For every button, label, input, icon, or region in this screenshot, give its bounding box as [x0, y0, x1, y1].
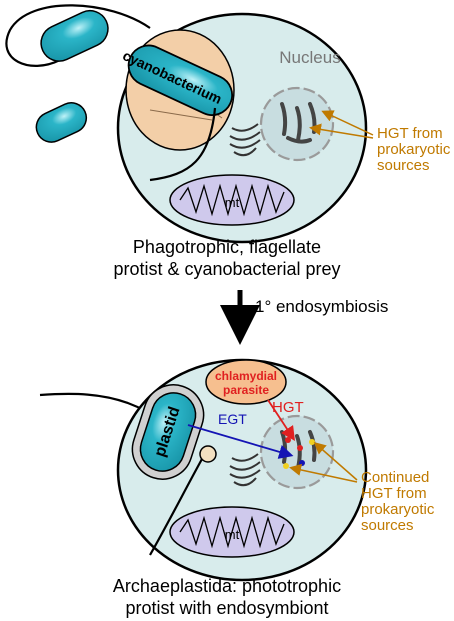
top-cell: cyanobacterium Nucleus	[5, 4, 374, 244]
bottom-caption-line-1: Archaeplastida: phototrophic	[112, 576, 342, 596]
hgt-line-3: sources	[377, 157, 430, 174]
bottom-mitochondrion: mt	[169, 506, 295, 558]
continued-line-2: HGT from	[361, 485, 427, 502]
top-mitochondrion: mt	[169, 174, 295, 226]
bottom-flagellum-2	[149, 449, 208, 556]
cyanobacterium-prey	[127, 44, 233, 116]
nucleus-label: Nucleus	[279, 48, 340, 67]
free-cyanobacterium-2	[35, 102, 88, 143]
continued-line-4: sources	[361, 517, 414, 534]
bottom-cell: plastid mt chla	[39, 358, 368, 582]
hgt-line-2: prokaryotic	[377, 141, 451, 158]
chlamydial-parasite	[205, 359, 287, 405]
continued-line-1: Continued	[361, 469, 429, 486]
top-nucleus	[259, 86, 335, 162]
hgt-line-1: HGT from	[377, 125, 443, 142]
bottom-caption-line-2: protist with endosymbiont	[125, 598, 329, 618]
continued-annotation: Continued HGT from prokaryotic sources	[361, 469, 435, 534]
continued-line-3: prokaryotic	[361, 501, 435, 518]
top-caption-line-2: protist & cyanobacterial prey	[113, 259, 341, 279]
plastid	[131, 384, 205, 480]
mt-label-top: mt	[225, 195, 240, 210]
hgt-annotation-top: HGT from prokaryotic sources	[377, 125, 451, 174]
endosymbiosis-label: 1° endosymbiosis	[255, 297, 388, 316]
mt-label-bottom: mt	[225, 527, 240, 542]
egt-label: EGT	[218, 411, 247, 427]
bottom-caption: Archaeplastida: phototrophic protist wit…	[0, 575, 454, 619]
top-golgi	[229, 123, 261, 157]
chlamydial-line-1: chlamydial	[215, 369, 277, 383]
bottom-nucleus	[259, 414, 335, 490]
top-caption: Phagotrophic, flagellate protist & cyano…	[0, 236, 454, 280]
top-caption-line-1: Phagotrophic, flagellate	[132, 237, 322, 257]
bottom-golgi	[229, 453, 261, 487]
hgt-red-label: HGT	[272, 399, 304, 416]
chlamydial-line-2: parasite	[223, 383, 269, 397]
free-cyanobacterium-1	[40, 9, 109, 62]
